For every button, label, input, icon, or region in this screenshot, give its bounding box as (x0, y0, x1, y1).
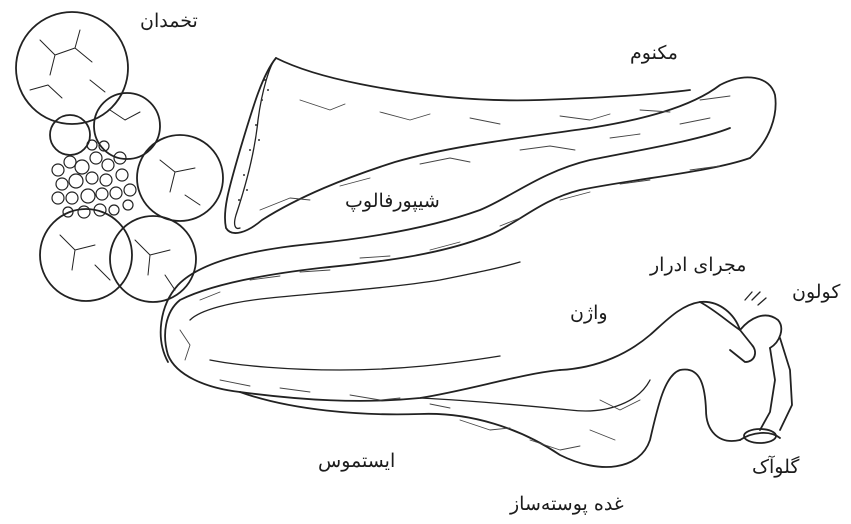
label-colon: کولون (792, 283, 840, 302)
label-fallopian-tube: شیپورفالوپ (345, 192, 440, 211)
label-urethra: مجرای ادرار (650, 256, 746, 275)
ovary-follicle-large (16, 12, 128, 124)
label-cloaca: گلوآک (752, 458, 799, 477)
label-shell-gland: غده پوسته‌ساز (510, 495, 624, 514)
ovary-cluster (16, 12, 223, 302)
ovary-small-follicles (52, 140, 136, 218)
infundibulum (225, 58, 776, 233)
label-ovary: تخمدان (140, 12, 198, 31)
label-vagina: واژن (570, 304, 608, 323)
ovary-follicle-bottom-left (40, 209, 132, 301)
label-isthmus: ایستموس (318, 452, 395, 471)
ovary-vessels (30, 30, 200, 290)
lower-tract (240, 292, 792, 467)
ovary-follicle-bottom-right (110, 216, 196, 302)
ovary-follicle-right (137, 135, 223, 221)
label-infundibulum: مکنوم (630, 44, 678, 63)
ovary-follicle-small (50, 115, 90, 155)
ovary-follicle-medium (94, 93, 160, 159)
